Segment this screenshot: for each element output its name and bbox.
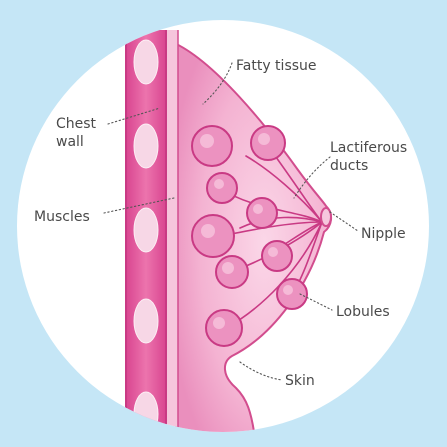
- label-fatty-tissue: Fatty tissue: [236, 58, 317, 74]
- label-nipple: Nipple: [361, 226, 406, 242]
- muscle-layer: [166, 30, 178, 447]
- label-lactiferous-line1: Lactiferous: [330, 140, 407, 156]
- label-skin: Skin: [285, 373, 315, 389]
- label-lobules: Lobules: [336, 304, 390, 320]
- label-chest-wall-line2: wall: [56, 134, 84, 150]
- nipple-shape: [321, 208, 331, 226]
- label-chest-wall-line1: Chest: [56, 116, 97, 132]
- label-lactiferous-line2: ducts: [330, 158, 368, 174]
- label-muscles: Muscles: [34, 209, 90, 225]
